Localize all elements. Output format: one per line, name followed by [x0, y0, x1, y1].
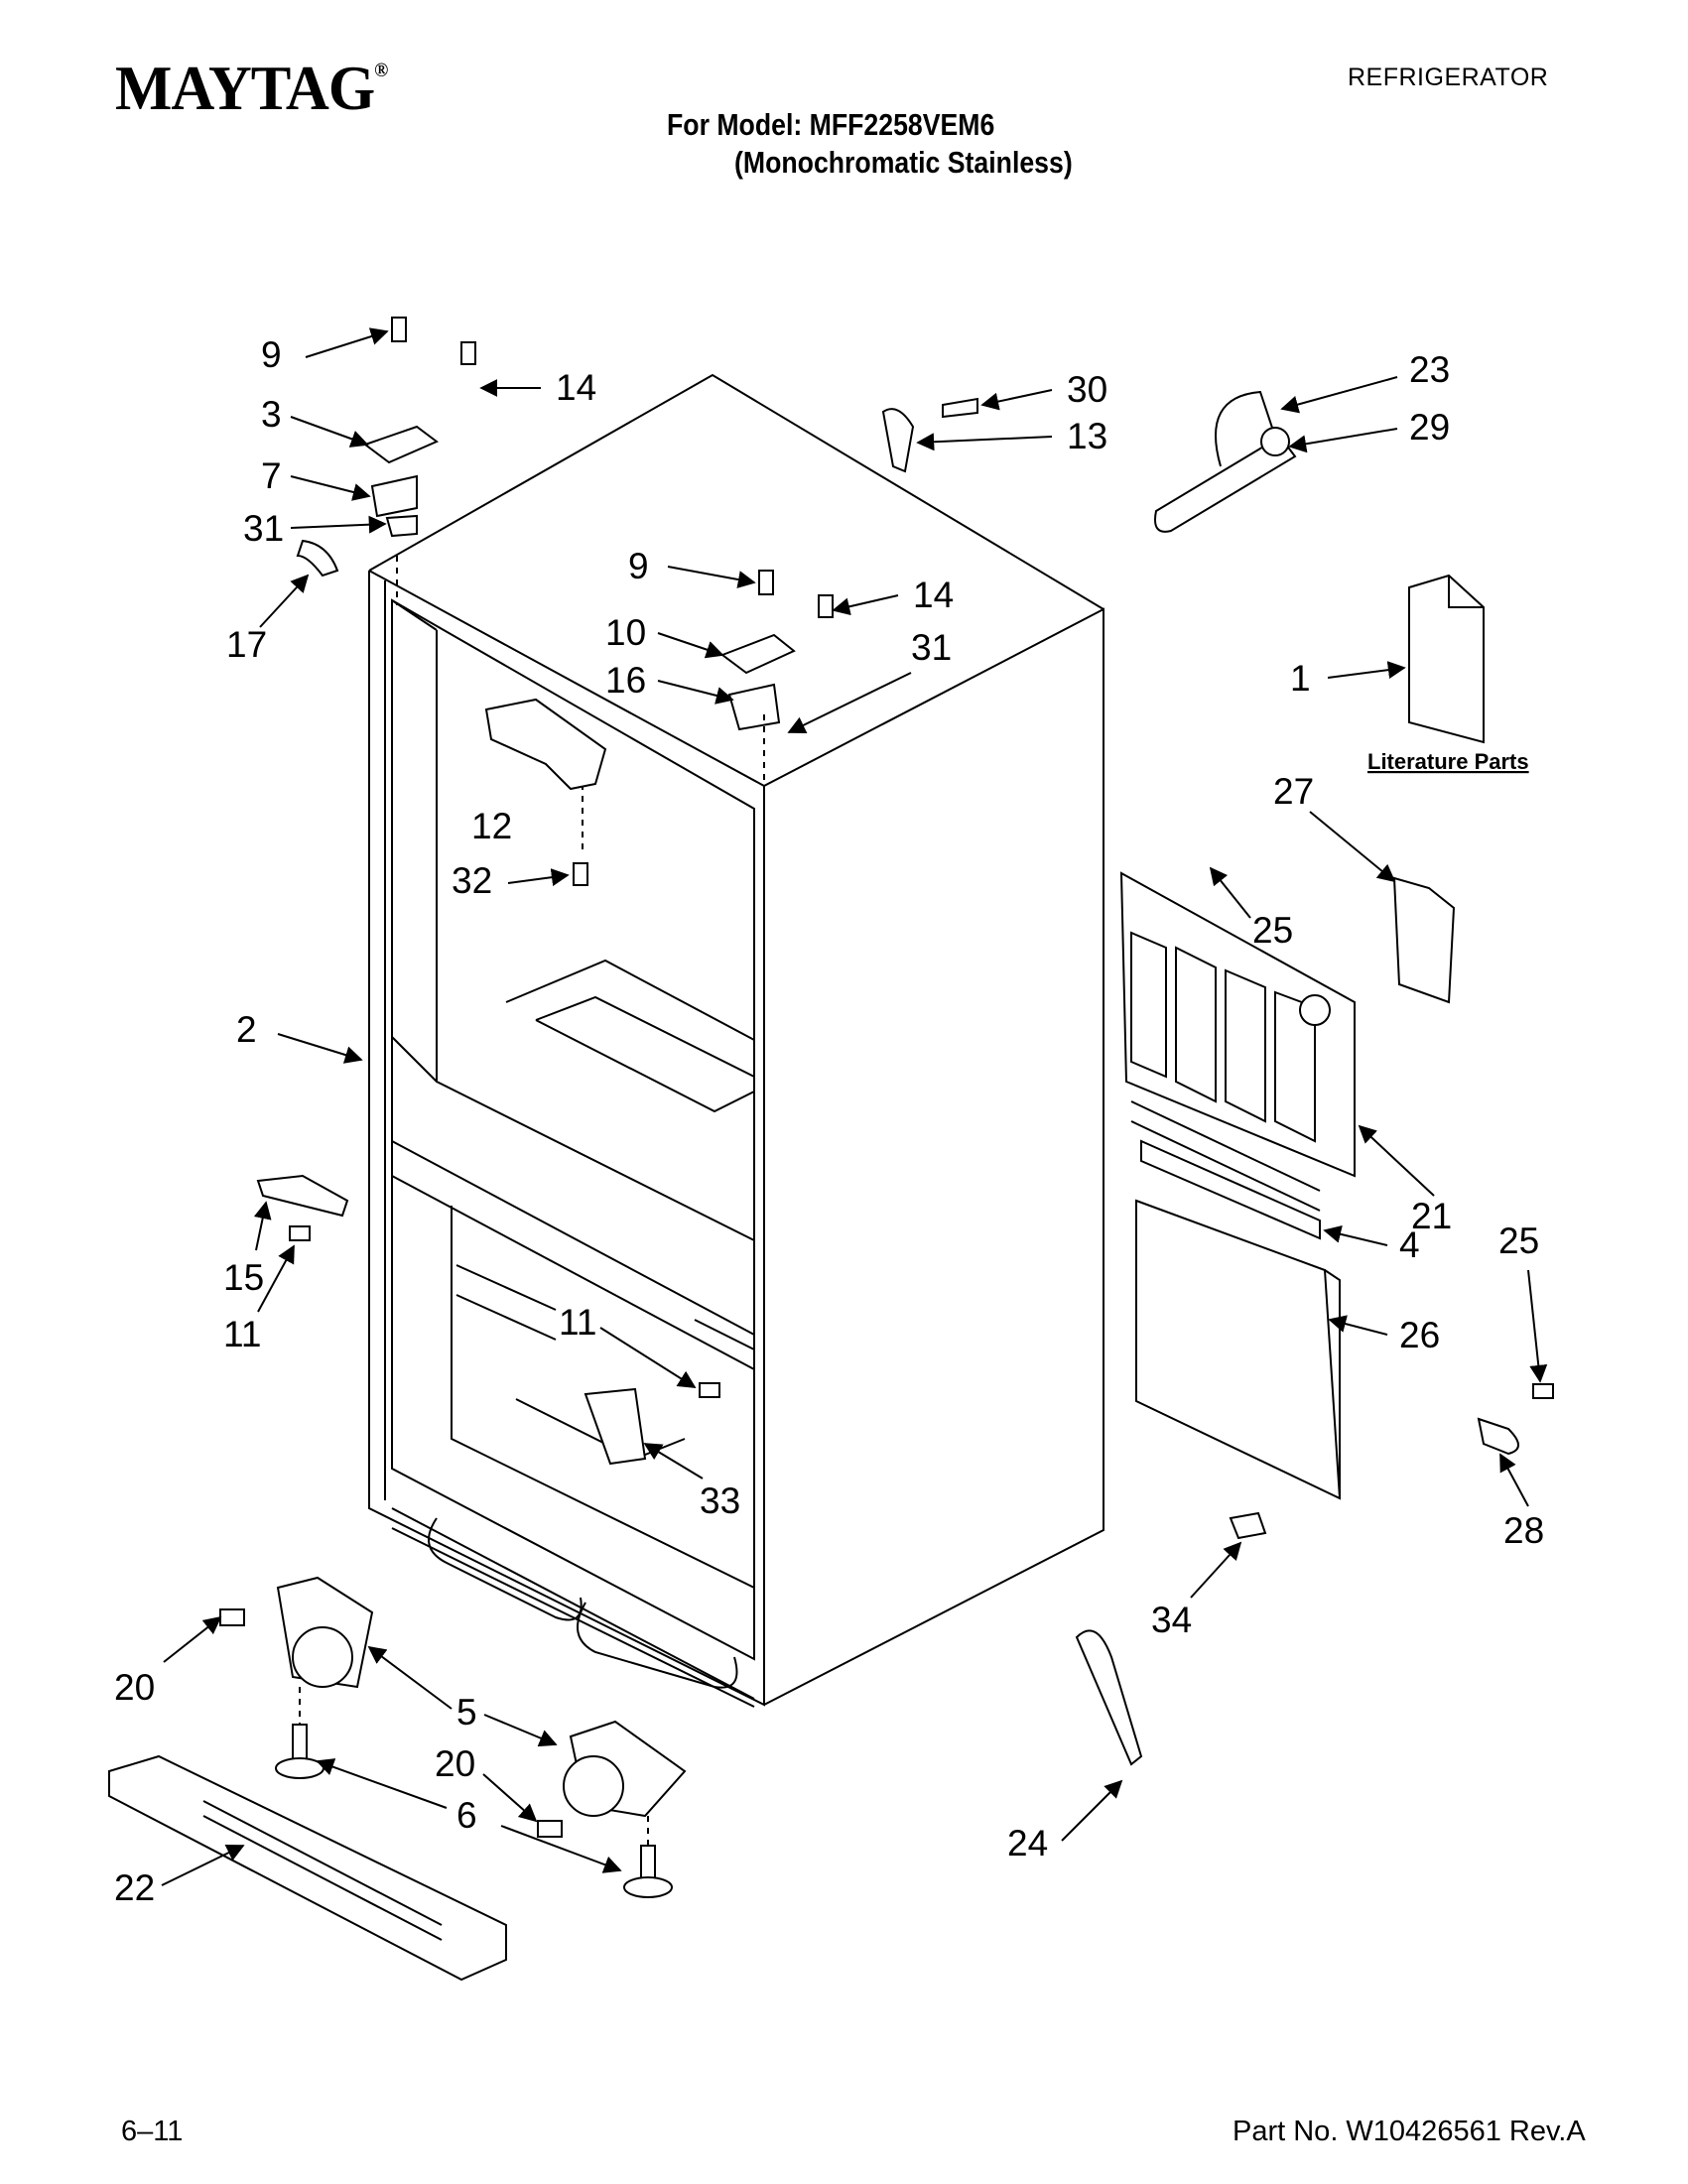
water-filter-tool [1075, 1629, 1143, 1766]
callout-21: 21 [1411, 1196, 1452, 1236]
callout-12: 12 [471, 806, 512, 846]
callout-15: 15 [223, 1257, 264, 1298]
callout-7: 7 [261, 455, 282, 496]
cabinet [368, 373, 1104, 1708]
callout-20b: 20 [435, 1743, 475, 1784]
callout-23: 23 [1409, 349, 1450, 390]
water-tube [1154, 390, 1297, 533]
base-grille [108, 1754, 507, 1982]
date-code: 6–11 [121, 2116, 184, 2147]
callout-31a: 31 [243, 508, 284, 549]
brand-logo: MAYTAG® [115, 53, 388, 123]
callout-13: 13 [1067, 416, 1107, 456]
callout-31b: 31 [911, 627, 952, 668]
literature-parts-label: Literature Parts [1367, 749, 1529, 774]
callout-16: 16 [605, 660, 646, 701]
callout-28: 28 [1503, 1510, 1544, 1551]
clip-part [1392, 876, 1456, 1004]
callout-17: 17 [226, 624, 267, 665]
callout-9a: 9 [261, 334, 282, 375]
callout-30: 30 [1067, 369, 1107, 410]
upper-left-hinge [296, 317, 476, 578]
callout-26: 26 [1399, 1315, 1440, 1355]
callout-1: 1 [1290, 658, 1311, 699]
callout-6: 6 [456, 1795, 477, 1836]
callout-4: 4 [1399, 1224, 1420, 1265]
literature-parts [1408, 574, 1485, 744]
clip-34 [1229, 1511, 1267, 1540]
model-number: For Model: MFF2258VEM6 [667, 107, 995, 142]
callout-9b: 9 [628, 546, 649, 586]
callout-11b: 11 [559, 1302, 596, 1343]
clamp [1477, 1383, 1554, 1456]
lower-left-hinge [256, 1174, 349, 1241]
part-number: Part No. W10426561 Rev.A [1233, 2116, 1586, 2147]
callout-25a: 25 [1252, 910, 1293, 951]
callout-25b: 25 [1498, 1220, 1539, 1261]
model-variant: (Monochromatic Stainless) [734, 145, 1073, 180]
document-type: REFRIGERATOR [1348, 64, 1549, 91]
rear-grille [1119, 871, 1356, 1240]
callout-10: 10 [605, 612, 646, 653]
callout-22: 22 [114, 1867, 155, 1908]
callout-labels: 9 14 3 7 31 17 30 13 23 29 9 14 10 16 31… [114, 334, 1544, 1908]
toe-panel [1135, 1199, 1342, 1500]
callout-14b: 14 [913, 575, 954, 615]
callout-2: 2 [236, 1009, 257, 1050]
shelf-bracket [484, 698, 607, 886]
leader-lines [161, 327, 1548, 1886]
door-closer [881, 397, 978, 473]
callout-27: 27 [1273, 771, 1314, 812]
callout-34: 34 [1151, 1600, 1192, 1640]
callout-32: 32 [452, 860, 492, 901]
callout-24: 24 [1007, 1823, 1048, 1863]
callout-11a: 11 [223, 1314, 261, 1354]
callout-20a: 20 [114, 1667, 155, 1708]
callout-14a: 14 [556, 367, 596, 408]
callout-5: 5 [456, 1692, 477, 1733]
callout-33: 33 [700, 1480, 740, 1521]
callout-3: 3 [261, 394, 282, 435]
upper-right-hinge [719, 570, 834, 731]
roller-left [219, 1576, 374, 1689]
roller-right [537, 1720, 687, 1838]
callout-29: 29 [1409, 407, 1450, 448]
